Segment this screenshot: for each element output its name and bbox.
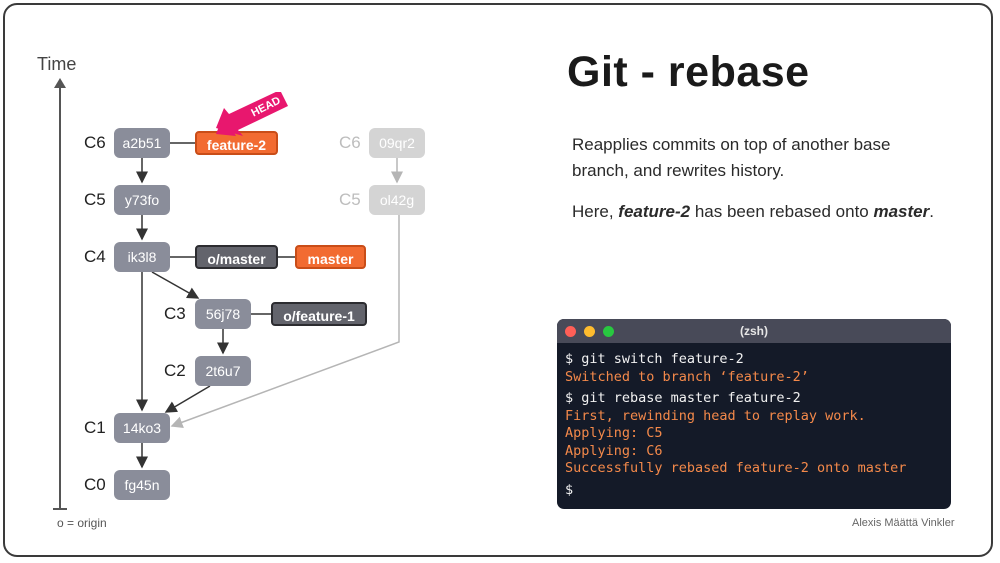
commit-c6[interactable]: a2b51 [114,128,170,158]
old-commit-label-c6: C6 [339,133,361,152]
terminal-line: Applying: C6 [565,442,663,459]
ref-origin-master[interactable]: o/master [195,245,278,269]
maximize-window-icon[interactable] [603,326,614,337]
old-commit-c6[interactable]: 09qr2 [369,128,425,158]
edge-oldc5-c1 [170,215,400,428]
terminal-prompt[interactable]: $ [565,481,574,498]
ref-master[interactable]: master [295,245,366,269]
terminal-title-bar[interactable]: (zsh) [557,319,951,343]
author-credit: Alexis Määttä Vinkler [852,517,955,529]
commit-label-c6: C6 [84,133,106,152]
description-line-1: Reapplies commits on top of another base… [572,135,891,180]
description-line-2: Here, feature-2 has been rebased onto ma… [572,202,934,221]
commit-label-c4: C4 [84,247,106,266]
commit-c5[interactable]: y73fo [114,185,170,215]
terminal-line: $ git rebase master feature-2 [565,390,801,406]
commit-c2[interactable]: 2t6u7 [195,356,251,386]
head-arrow-icon [216,92,288,136]
terminal-line: Applying: C5 [565,425,663,441]
slide-title: Git - rebase [567,48,810,96]
commit-label-c3: C3 [164,304,186,323]
commit-c1[interactable]: 14ko3 [114,413,170,443]
commit-c0[interactable]: fg45n [114,470,170,500]
commit-label-c0: C0 [84,475,106,494]
commit-label-c5: C5 [84,190,106,209]
edge-c4-c3 [151,271,200,299]
commit-c3[interactable]: 56j78 [195,299,251,329]
commit-c4[interactable]: ik3l8 [114,242,170,272]
time-axis-base [53,508,67,510]
old-commit-c5[interactable]: ol42g [369,185,425,215]
time-axis-label: Time [37,54,77,74]
time-axis-line [59,86,61,510]
terminal-line: Successfully rebased feature-2 onto mast… [565,460,907,476]
terminal-output: $ git switch feature-2 Switched to branc… [557,343,951,499]
description-target: master [873,202,930,221]
terminal-title: (zsh) [740,324,768,338]
minimize-window-icon[interactable] [584,326,595,337]
edge-c2-c1 [164,385,211,413]
time-axis-arrow [54,78,66,88]
close-window-icon[interactable] [565,326,576,337]
terminal-window[interactable]: (zsh) $ git switch feature-2 Switched to… [557,319,951,509]
terminal-line: Switched to branch ‘feature-2’ [565,368,809,385]
terminal-line: First, rewinding head to replay work. [565,407,866,424]
ref-origin-feature-1[interactable]: o/feature-1 [271,302,367,326]
terminal-line: $ git switch feature-2 [565,351,744,367]
ref-feature-2[interactable]: feature-2 [195,131,278,155]
description-branch: feature-2 [618,202,691,221]
origin-legend: o = origin [57,516,107,530]
commit-label-c2: C2 [164,361,186,380]
commit-label-c1: C1 [84,418,106,437]
old-commit-label-c5: C5 [339,190,361,209]
